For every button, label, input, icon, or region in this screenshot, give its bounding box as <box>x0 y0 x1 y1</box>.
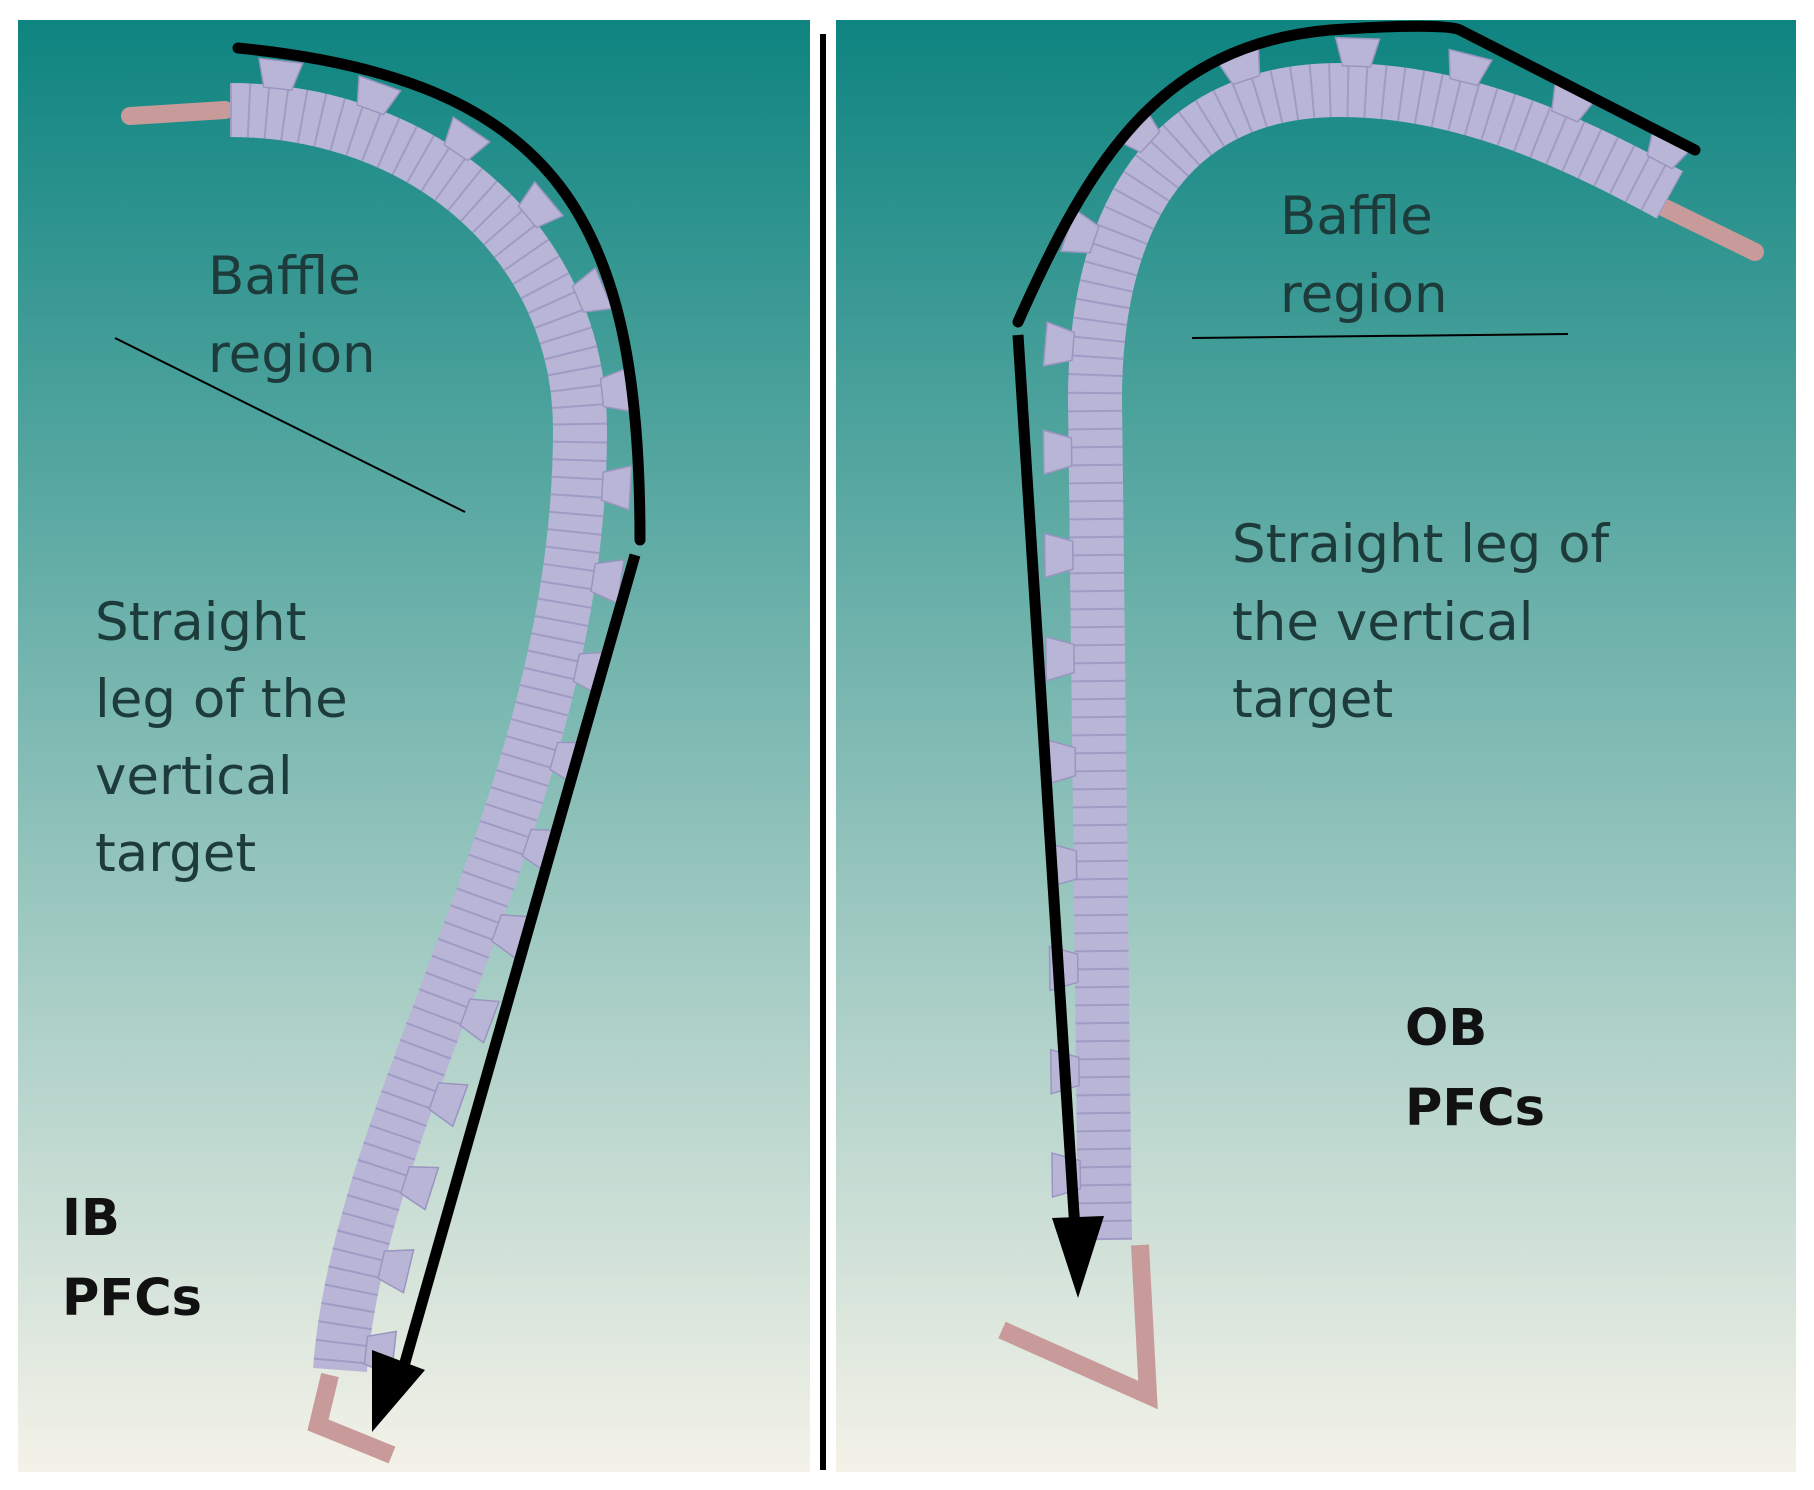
ib-pfc-label: IB PFCs <box>62 1189 202 1328</box>
pfc-bracket <box>1334 36 1381 68</box>
ob-arrow-shaft <box>1012 334 1081 1231</box>
ib-arrow-shaft <box>394 553 641 1382</box>
ob-baffle-label: Baffle region <box>1280 186 1450 325</box>
ib-leg-line3: vertical <box>95 746 293 807</box>
ob-boundary-curve <box>1012 20 1701 328</box>
ib-leg-line4: target <box>95 823 256 884</box>
ob-leg-line3: target <box>1232 669 1393 730</box>
ib-baffle-label: Baffle region <box>208 246 378 385</box>
ib-boundary-curve <box>232 42 646 546</box>
ob-pfc-line1: OB <box>1405 999 1487 1058</box>
pfc-bracket <box>377 1249 415 1294</box>
ib-pfc-band-segments <box>229 83 608 1373</box>
right-panel: Baffle region Straight leg of the vertic… <box>998 20 1764 1410</box>
left-panel-background <box>18 20 810 1472</box>
ib-baffle-line2: region <box>208 324 376 385</box>
pfc-bracket <box>1043 532 1074 579</box>
ib-bottom-pipe <box>307 1372 396 1464</box>
ib-top-pipe <box>121 101 234 125</box>
ib-pfc-line1: IB <box>62 1189 120 1248</box>
pfc-bracket <box>1042 321 1076 367</box>
pfc-bracket <box>1448 48 1493 87</box>
ib-baffle-pointer <box>114 337 466 513</box>
ob-arrowhead-icon <box>1052 1216 1104 1298</box>
pfc-bracket <box>443 116 491 162</box>
pfc-bracket <box>600 464 633 511</box>
left-panel: Baffle region Straight leg of the vertic… <box>62 42 646 1464</box>
ib-pfc-line2: PFCs <box>62 1269 202 1328</box>
ob-bottom-pipe <box>998 1244 1158 1410</box>
pfc-bracket <box>517 180 565 229</box>
pfc-bracket <box>428 1082 469 1128</box>
ib-leg-line2: leg of the <box>95 669 348 730</box>
ib-leg-line1: Straight <box>95 592 306 653</box>
pfc-bracket <box>258 57 304 91</box>
ob-leg-line2: the vertical <box>1232 592 1533 653</box>
ib-leg-label: Straight leg of the vertical target <box>95 592 365 884</box>
ib-baffle-line1: Baffle <box>208 246 361 307</box>
pfc-bracket <box>1042 429 1073 476</box>
pfc-bracket <box>399 1165 440 1211</box>
ib-arrowhead-icon <box>372 1350 425 1432</box>
ob-top-pipe <box>1656 199 1764 261</box>
ob-pfc-brackets <box>1042 36 1694 1199</box>
ob-leg-line1: Straight leg of <box>1232 514 1611 575</box>
ob-leg-label: Straight leg of the vertical target <box>1232 514 1626 730</box>
ob-baffle-underline <box>1191 333 1569 339</box>
right-panel-background <box>836 20 1796 1472</box>
pfc-bracket <box>459 998 501 1044</box>
pfc-bracket <box>356 74 402 116</box>
ob-pfc-label: OB PFCs <box>1405 999 1545 1138</box>
ob-pfc-band <box>1067 62 1684 1241</box>
ob-baffle-line1: Baffle <box>1280 186 1433 247</box>
pfc-bracket <box>1045 635 1075 682</box>
ob-baffle-line2: region <box>1280 264 1448 325</box>
ob-pfc-line2: PFCs <box>1405 1079 1545 1138</box>
